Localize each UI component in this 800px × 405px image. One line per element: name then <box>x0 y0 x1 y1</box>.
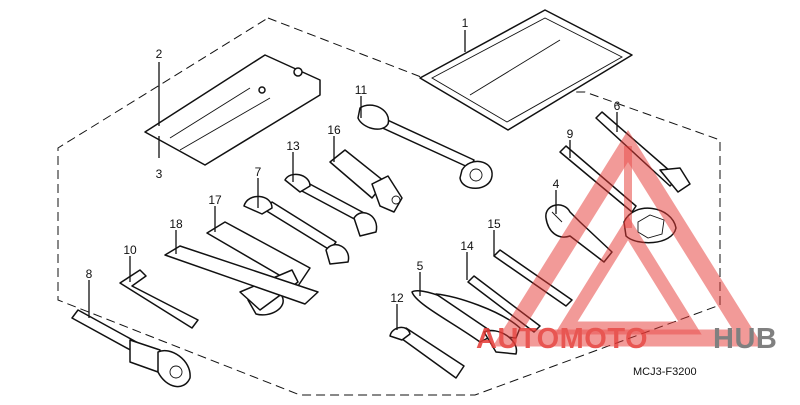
watermark-text-gray: HUB <box>713 323 777 355</box>
part-11-wrench <box>357 104 493 189</box>
callout-1: 1 <box>462 16 469 30</box>
callout-15: 15 <box>487 217 501 231</box>
triangle-logo-icon <box>492 129 764 347</box>
callout-8: 8 <box>86 267 93 281</box>
part-12-small-wrench <box>389 326 465 379</box>
callout-4: 4 <box>553 177 560 191</box>
part-8-socket-tool <box>71 309 191 388</box>
callout-9: 9 <box>567 127 574 141</box>
callout-7: 7 <box>255 165 262 179</box>
watermark-logo: AUTOMOTO HUB <box>476 129 777 355</box>
callout-2: 2 <box>156 47 163 61</box>
part-18-flat-bar <box>164 245 319 305</box>
callout-17: 17 <box>208 193 222 207</box>
callout-14: 14 <box>460 239 474 253</box>
callout-13: 13 <box>286 139 300 153</box>
part-2-tool-roll <box>144 54 321 166</box>
callout-5: 5 <box>417 259 424 273</box>
part-16-screwdriver-handle <box>329 149 403 213</box>
part-10-hex-key <box>119 269 199 329</box>
watermark-text-red: AUTOMOTO <box>476 323 648 355</box>
callout-6: 6 <box>614 99 621 113</box>
part-13-open-wrench <box>284 173 378 237</box>
leader-lines <box>88 30 618 330</box>
part-7-open-wrench <box>243 195 350 265</box>
callout-3: 3 <box>156 167 163 181</box>
callout-18: 18 <box>169 217 183 231</box>
callout-16: 16 <box>327 123 341 137</box>
callout-12: 12 <box>390 291 404 305</box>
part-1-tool-bag <box>419 9 633 131</box>
callout-10: 10 <box>123 243 137 257</box>
callout-labels: 1 2 3 4 5 6 7 8 9 10 11 12 13 14 15 16 1… <box>86 16 621 305</box>
callout-11: 11 <box>355 83 368 97</box>
drawing-code: MCJ3-F3200 <box>633 366 697 378</box>
